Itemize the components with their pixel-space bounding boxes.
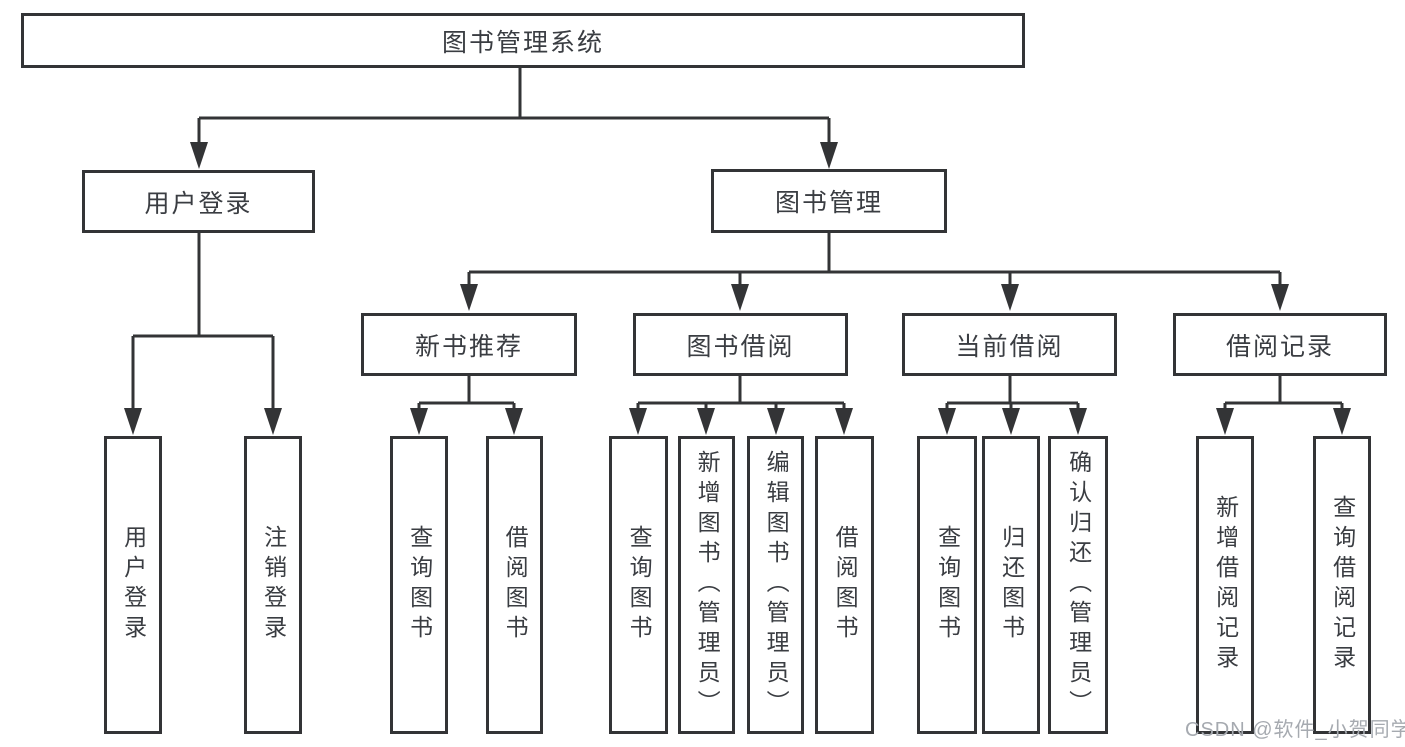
branch-user-login-label: 用户登录 [144,189,253,218]
leaf-query-books-recommend: 查询图书 [390,436,448,734]
node-root-system: 图书管理系统 [21,13,1025,68]
leaf-query-books-recommend-label: 查询图书 [406,525,433,645]
leaf-query-books-current: 查询图书 [917,436,977,734]
leaf-edit-books-admin-label: 编辑图书（管理员） [763,450,790,720]
module-current-borrow-label: 当前借阅 [955,332,1064,361]
leaf-query-books-current-label: 查询图书 [934,525,961,645]
arrowheads [124,142,1351,435]
module-borrow-records-label: 借阅记录 [1225,332,1334,361]
leaf-logout: 注销登录 [244,436,302,734]
leaf-return-books: 归还图书 [982,436,1040,734]
leaf-borrow-books-recommend-label: 借阅图书 [502,525,529,645]
leaf-borrow-books: 借阅图书 [815,436,874,734]
leaf-return-books-label: 归还图书 [998,525,1025,645]
leaf-edit-books-admin: 编辑图书（管理员） [747,436,804,734]
leaf-confirm-return-admin: 确认归还（管理员） [1048,436,1108,734]
node-module-new-book-recommend: 新书推荐 [361,313,577,376]
leaf-query-books-borrow: 查询图书 [609,436,668,734]
node-branch-user-login: 用户登录 [82,170,315,233]
node-module-book-borrow: 图书借阅 [633,313,848,376]
leaf-query-borrow-record: 查询借阅记录 [1313,436,1371,734]
node-root-label: 图书管理系统 [441,28,604,57]
branch-book-management-label: 图书管理 [774,189,883,217]
csdn-watermark: CSDN @软件_小贺同学 [1185,719,1405,741]
leaf-borrow-books-recommend: 借阅图书 [486,436,543,734]
leaf-add-books-admin-label: 新增图书（管理员） [694,450,721,720]
leaf-confirm-return-admin-label: 确认归还（管理员） [1065,450,1092,720]
leaf-add-borrow-record: 新增借阅记录 [1196,436,1254,734]
leaf-query-books-borrow-label: 查询图书 [626,525,653,645]
node-branch-book-management: 图书管理 [711,169,947,233]
leaf-user-login-label: 用户登录 [120,525,147,645]
leaf-user-login: 用户登录 [104,436,162,734]
node-module-current-borrow: 当前借阅 [902,313,1117,376]
leaf-add-borrow-record-label: 新增借阅记录 [1212,495,1239,675]
node-module-borrow-records: 借阅记录 [1173,313,1387,376]
leaf-query-borrow-record-label: 查询借阅记录 [1329,495,1356,675]
leaf-borrow-books-label: 借阅图书 [832,525,859,645]
tree-edges [131,68,1344,411]
module-new-book-recommend-label: 新书推荐 [414,332,523,361]
leaf-add-books-admin: 新增图书（管理员） [678,436,735,734]
module-book-borrow-label: 图书借阅 [686,332,795,361]
leaf-logout-label: 注销登录 [260,525,287,645]
